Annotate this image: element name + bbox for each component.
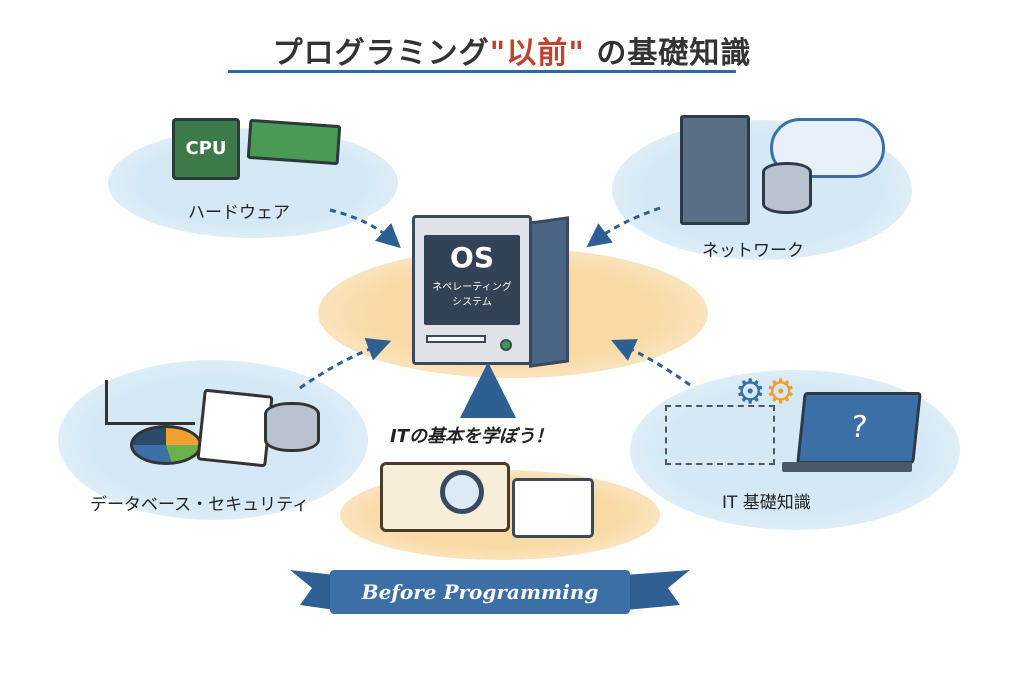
- storage-cylinder-icon: [264, 402, 320, 452]
- os-subtitle-line1: ネペレーティング: [432, 282, 512, 293]
- magnifier-icon: [440, 470, 484, 514]
- os-server-icon: OS ネペレーティング システム: [412, 215, 572, 368]
- database-label: データベース・セキュリティ: [90, 495, 310, 515]
- title-suffix: の基礎知識: [584, 36, 752, 71]
- title-highlight: 以前: [506, 36, 569, 71]
- quote-close: ": [568, 36, 585, 71]
- pie-chart-icon: [130, 425, 202, 465]
- id-card-icon: [512, 478, 594, 538]
- learn-label: ITの基本を学ぼう！: [390, 426, 553, 447]
- hardware-label: ハードウェア: [188, 203, 290, 223]
- server-rack-icon: [680, 115, 750, 225]
- network-label: ネットワーク: [702, 241, 804, 261]
- bar-chart-icon: [105, 380, 195, 425]
- os-subtitle-line2: システム: [452, 297, 492, 308]
- banner-left-tail: [290, 570, 335, 610]
- arrow-hardware-to-os: [329, 208, 401, 249]
- laptop-base-icon: [782, 462, 912, 472]
- arrow-database-to-os: [299, 337, 392, 390]
- page-title: プログラミング"以前" の基礎知識: [0, 28, 1024, 72]
- os-label: OS: [450, 241, 494, 274]
- database-cylinder-icon: [762, 162, 812, 214]
- arrow-network-to-os: [586, 206, 661, 248]
- title-underline: [228, 70, 736, 73]
- banner-right-tail: [625, 570, 690, 610]
- quote-open: ": [489, 36, 507, 71]
- it-label: IT 基礎知識: [722, 493, 811, 513]
- flowchart-icon: [665, 405, 775, 465]
- before-programming-banner: Before Programming: [330, 570, 630, 614]
- title-prefix: プログラミング: [272, 36, 490, 71]
- arrow-it-to-os: [611, 339, 691, 387]
- cpu-chip-icon: CPU: [172, 118, 240, 180]
- cpu-label: CPU: [185, 138, 227, 159]
